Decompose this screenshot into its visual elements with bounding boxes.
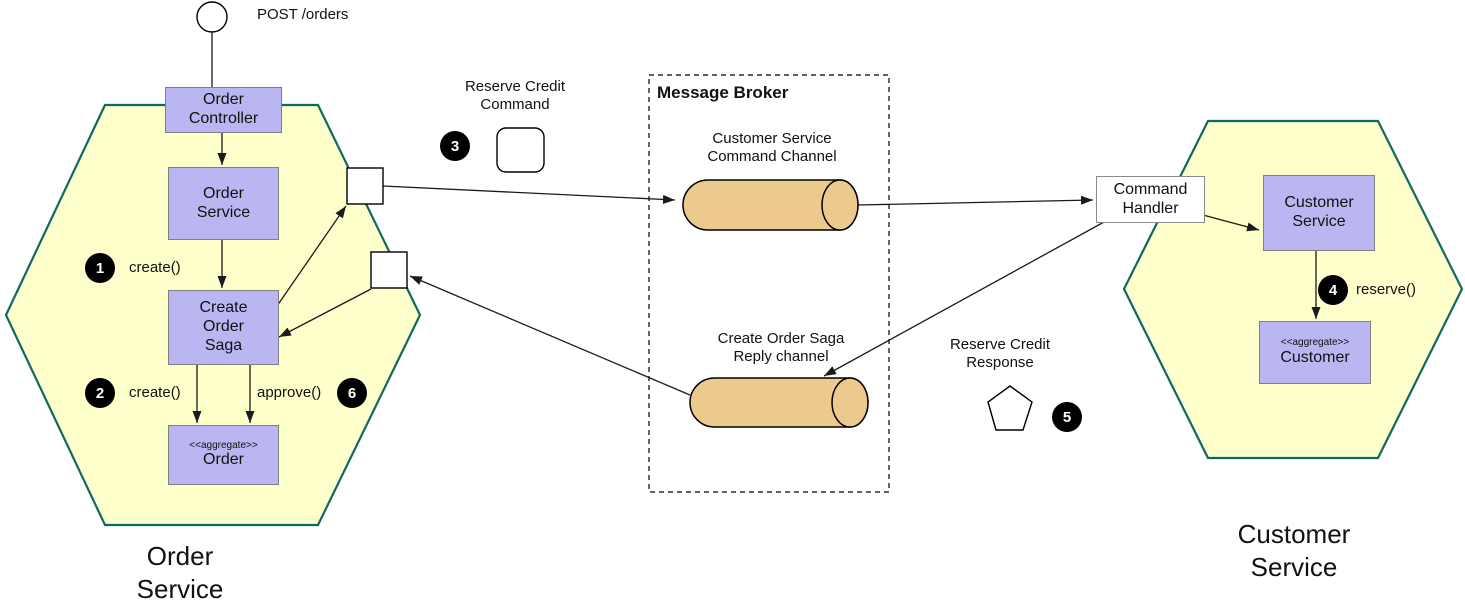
step-3-badge: 3	[440, 131, 470, 161]
arrow-command-channel-to-handler	[857, 195, 1094, 206]
message-broker-title: Message Broker	[657, 83, 789, 102]
arrow-handler-to-customer-service	[1202, 214, 1260, 232]
reserve-credit-command-message-icon	[496, 127, 545, 173]
step-2-label: create()	[129, 384, 181, 401]
reserve-credit-response-label: Reserve Credit Response	[949, 336, 1051, 371]
order-aggregate-stereotype: <<aggregate>>	[189, 439, 258, 451]
customer-service-hexagon	[1122, 119, 1464, 460]
reserve-credit-response-message-icon	[987, 385, 1033, 431]
customer-aggregate-name: Customer	[1280, 348, 1350, 366]
create-order-saga-box: Create Order Saga	[168, 290, 279, 365]
customer-service-hexagon-label: Customer Service	[1237, 519, 1351, 582]
reply-channel-cylinder	[689, 377, 869, 428]
reply-channel-label: Create Order Saga Reply channel	[717, 330, 845, 365]
order-service-hexagon-label: Order Service	[136, 541, 224, 604]
inbound-port	[370, 251, 408, 289]
customer-aggregate-stereotype: <<aggregate>>	[1280, 337, 1350, 349]
step-4-badge: 4	[1318, 275, 1348, 305]
step-1-badge: 1	[85, 253, 115, 283]
arrow-handler-to-reply-channel	[823, 221, 1105, 377]
arrow-saga-to-out-port	[276, 205, 347, 307]
arrow-in-port-to-saga	[278, 288, 372, 338]
order-controller-box: Order Controller	[165, 87, 282, 133]
arrow-port-to-command-channel	[382, 185, 676, 204]
step-2-badge: 2	[85, 378, 115, 408]
arrow-reply-channel-to-in-port	[409, 275, 691, 396]
customer-service-box: Customer Service	[1263, 175, 1375, 251]
post-orders-label: POST /orders	[257, 6, 349, 23]
step-1-label: create()	[129, 259, 181, 276]
customer-aggregate-box: <<aggregate>> Customer	[1259, 321, 1371, 384]
message-broker-boundary	[648, 74, 890, 493]
step-4-label: reserve()	[1356, 281, 1417, 298]
order-aggregate-name: Order	[203, 451, 244, 469]
command-channel-label: Customer Service Command Channel	[707, 130, 837, 165]
reserve-credit-command-label: Reserve Credit Command	[464, 78, 566, 113]
order-service-box: Order Service	[168, 167, 279, 240]
actor-circle-icon	[196, 1, 228, 33]
order-aggregate-box: <<aggregate>> Order	[168, 425, 279, 485]
command-channel-cylinder	[682, 179, 859, 231]
step-6-badge: 6	[337, 378, 367, 408]
outbound-port	[346, 167, 384, 205]
step-6-label: approve()	[257, 384, 322, 401]
command-handler-box: Command Handler	[1096, 176, 1205, 223]
step-5-badge: 5	[1052, 402, 1082, 432]
